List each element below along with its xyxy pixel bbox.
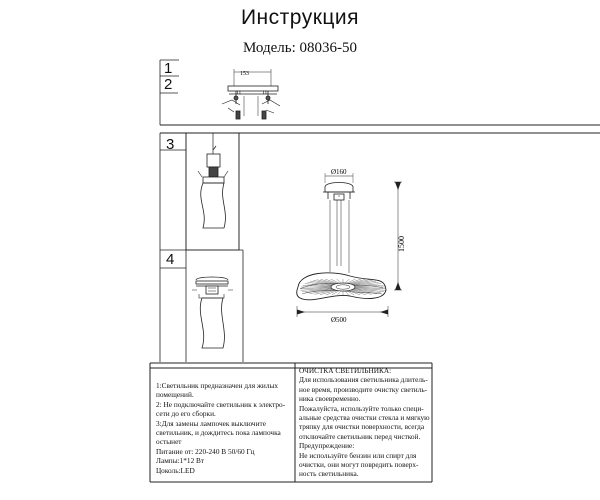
cleaning-line-12: ность светильника. (299, 469, 359, 479)
mount-left-label: 11 (236, 90, 242, 96)
step-number-1: 1 (164, 60, 173, 77)
cleaning-line-3: ное время, производите очистку светиль- (299, 384, 428, 394)
usage-line-1: 1:Светильник предназначен для жилых (156, 381, 279, 390)
step3-frame (185, 132, 240, 251)
usage-line-8: Питание от: 220-240 В 50/60 Гц (156, 446, 255, 456)
usage-line-7: остынет (156, 437, 182, 447)
cleaning-line-1: ОЧИСТКА СВЕТИЛЬНИКА: (299, 366, 392, 375)
usage-line-6: светильник, и дождитесь пока лампочка (156, 428, 281, 438)
top-diameter-label: Ø160 (331, 168, 347, 176)
usage-line-5: 3:Для замены лампочек выключите (156, 418, 266, 428)
usage-line-4: сети до его сборки. (156, 409, 216, 419)
height-label: 1500 (397, 236, 406, 252)
usage-line-3: 2: Не подключайте светильник к электро- (156, 399, 286, 409)
usage-notes: 1:Светильник предназначен для жилых поме… (156, 381, 294, 475)
cleaning-notes: ОЧИСТКА СВЕТИЛЬНИКА: Для использования с… (299, 366, 431, 479)
cleaning-line-6: альные средства очистки стекла и мягкую (299, 413, 430, 423)
page-title: Инструкция (240, 6, 360, 29)
cleaning-line-2: Для использования светильника длитель- (299, 375, 428, 385)
usage-line-2: помещений. (156, 390, 194, 400)
cleaning-line-9: Предупреждение: (299, 441, 355, 451)
ceiling-mount-drawing (221, 69, 281, 120)
usage-line-9: Лампы:1*12 Вт (156, 456, 205, 466)
lamp-shade (296, 272, 387, 301)
bulb-install-drawing (197, 133, 229, 229)
pendant-lamp-drawing (296, 173, 402, 317)
step-number-4: 4 (166, 251, 175, 268)
cleaning-line-11: очистки, они могут повредить поверх- (299, 460, 419, 470)
cleaning-line-5: Пожалуйста, используйте только специ- (299, 403, 424, 413)
mount-right-label: 11 (262, 90, 268, 96)
text-box-frame (149, 362, 433, 483)
shade-diameter-label: Ø500 (331, 316, 347, 324)
cleaning-line-7: тряпку для очистки поверхности, всегда (299, 422, 425, 432)
usage-line-10: Цоколь:LED (156, 465, 195, 475)
step-number-3: 3 (166, 136, 175, 153)
mount-width-label: 153 (240, 71, 249, 77)
step-number-2: 2 (164, 76, 173, 93)
cleaning-line-4: ника своевременно. (299, 394, 361, 404)
shade-install-drawing (192, 276, 233, 349)
model-number: Модель: 08036-50 (242, 40, 358, 56)
cleaning-line-8: отключайте светильник перед чисткой. (299, 431, 421, 441)
cleaning-line-10: Не используйте бензин или спирт для (299, 450, 417, 460)
